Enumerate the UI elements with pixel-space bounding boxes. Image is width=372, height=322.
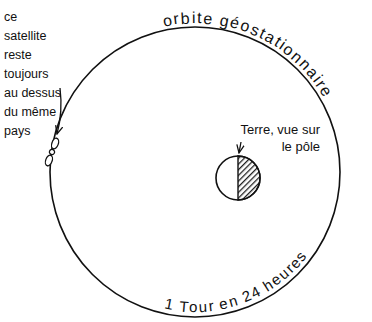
satellite-note-holder: ce satellite reste toujours au dessus du… [4,8,62,141]
orbit-circle [50,27,340,317]
label-glyph: b [180,10,190,27]
satellite-note: ce satellite reste toujours au dessus du… [4,8,62,141]
label-glyph [173,297,179,312]
label-glyph: o [189,299,198,314]
earth-night-side [238,156,260,200]
earth-circle [216,156,260,200]
label-glyph: u [198,299,207,314]
earth-label-holder: Terre, vue sur le pôle [230,121,320,155]
label-glyph: g [219,12,231,29]
label-glyph: i [191,10,195,26]
label-glyph: 1 [163,296,174,312]
label-glyph [213,11,220,27]
satellite-symbol [44,137,60,167]
label-glyph: t [197,10,202,26]
label-glyph: T [178,298,188,314]
label-glyph: e [202,10,212,27]
leader-arrow [239,142,241,153]
label-glyph: n [227,293,239,310]
label-glyph: r [173,11,180,28]
label-glyph: r [207,298,214,313]
label-glyph: o [162,12,174,29]
earth-label: Terre, vue sur le pôle [230,121,320,155]
